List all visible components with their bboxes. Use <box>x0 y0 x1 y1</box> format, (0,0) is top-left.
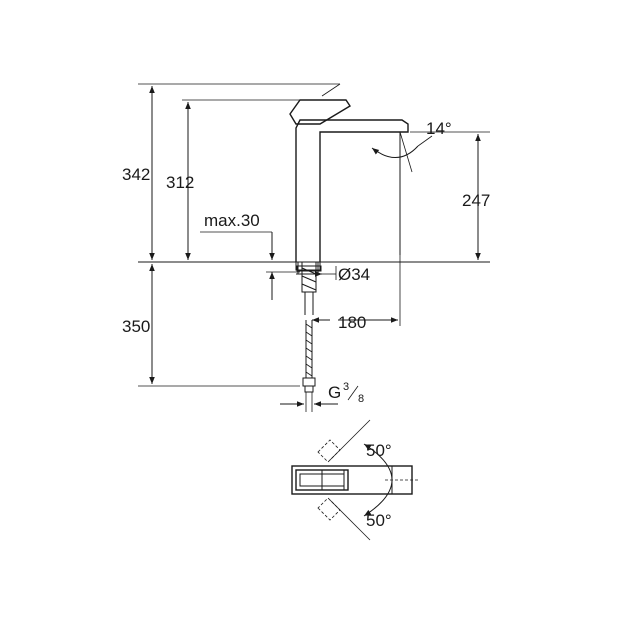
thread-fraction-slash <box>347 385 359 401</box>
dimension-thread <box>280 392 338 412</box>
lever-rotated-top <box>317 419 371 463</box>
dimension-diameter-34 <box>296 266 337 280</box>
label-180: 180 <box>338 313 366 332</box>
faucet-top-view <box>291 465 420 495</box>
dimension-180 <box>312 255 401 326</box>
label-thread-g: G <box>328 383 341 402</box>
label-diameter-34: Ø34 <box>338 265 370 284</box>
dimension-247 <box>410 131 490 260</box>
supply-hose <box>302 320 316 393</box>
label-thread-numerator: 3 <box>343 381 349 393</box>
label-angle-14: 14° <box>426 119 452 138</box>
dimension-350 <box>138 264 300 387</box>
label-247: 247 <box>462 191 490 210</box>
angle-arc-50 <box>363 443 393 517</box>
label-312: 312 <box>166 173 194 192</box>
faucet-side-view <box>289 99 409 275</box>
label-max30: max.30 <box>204 211 260 230</box>
label-thread-denominator: 8 <box>358 393 364 405</box>
lever-rotated-bottom <box>317 497 371 541</box>
mounting-shank <box>296 261 322 315</box>
dimension-312 <box>182 99 300 260</box>
label-350: 350 <box>122 317 150 336</box>
label-angle-50-bottom: 50° <box>366 511 392 530</box>
label-angle-50-top: 50° <box>366 441 392 460</box>
label-342: 342 <box>122 165 150 184</box>
dimension-max30 <box>200 231 300 300</box>
dimension-angle-14 <box>371 131 433 173</box>
dimension-342 <box>138 83 341 260</box>
